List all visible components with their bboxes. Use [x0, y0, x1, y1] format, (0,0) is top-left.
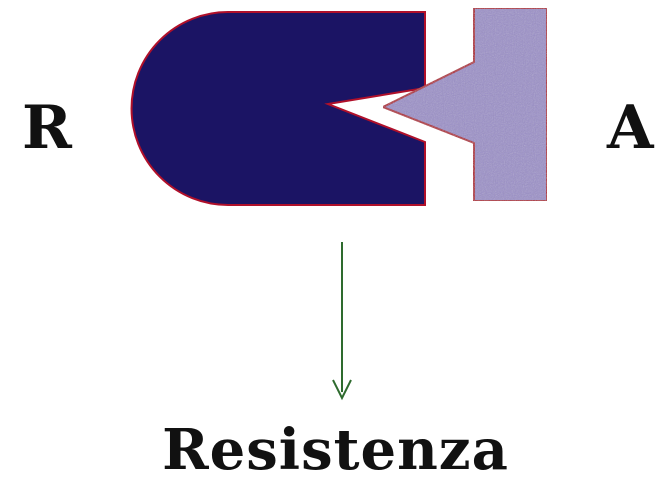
outcome-label: Resistenza [0, 422, 671, 478]
receptor-shape [132, 12, 425, 205]
receptor-label: R [22, 98, 72, 158]
agonist-label: A [607, 98, 654, 158]
